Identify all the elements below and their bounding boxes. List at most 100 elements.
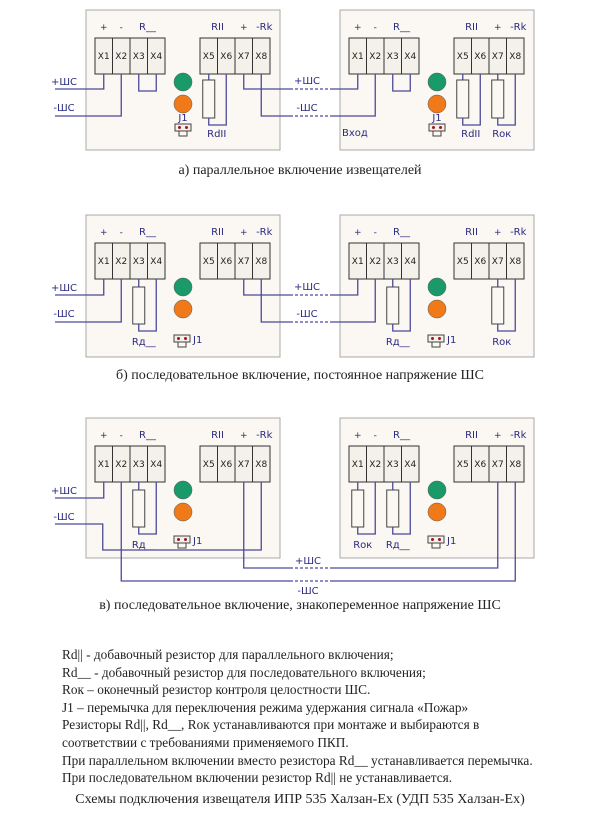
resistor-rd-parallel [456,79,470,119]
label-minus-shs-in: -ШС [53,103,74,114]
label-minus-shs-link: -ШС [297,586,318,597]
note-j1: J1 – перемычка для переключения режима у… [62,699,469,715]
label-minus-rk: -Rk [510,22,527,33]
terminal-label: X6 [474,257,486,267]
terminal-label: X7 [238,460,250,470]
wire-plus-shs-link [243,279,290,296]
label-r-parallel: RII [465,430,478,441]
label-plus-rk: + [240,228,248,238]
label-plus-shs-link: +ШС [295,556,321,567]
jumper-pin [177,538,180,541]
led-green-icon [173,277,193,297]
label-j1: J1 [177,113,187,124]
led-orange-icon [173,502,193,522]
jumper-link [178,131,188,137]
resistor-rd-parallel [202,79,216,119]
note-parallel: При параллельном включении вместо резист… [62,752,533,768]
label-plus: + [100,431,108,441]
terminal-label: X7 [238,257,250,267]
led-orange-icon [173,94,193,114]
label-r-parallel: RII [211,22,224,33]
label-j1: J1 [192,536,202,547]
jumper-pin [438,538,441,541]
jumper-j1-icon [427,535,445,544]
scheme-b-caption: б) последовательное включение, постоянно… [116,368,484,383]
resistor-rok [491,79,505,119]
label-r-parallel: RII [465,22,478,33]
terminal-label: X2 [115,52,127,62]
label-minus: - [120,228,123,238]
terminal-label: X6 [220,52,232,62]
label-plus: + [100,228,108,238]
jumper-pin [185,126,188,129]
label-rok: Rок [353,540,372,551]
label-minus-shs-in: -ШС [53,512,74,523]
wire-rd-x6 [462,74,481,126]
terminal-label: X1 [352,257,364,267]
wire-minus-shs-in [55,74,122,117]
led-green-icon [427,480,447,500]
jumper-pin [439,126,442,129]
jumper-link [432,131,442,137]
terminal-label: X1 [98,460,110,470]
led-orange-icon [427,299,447,319]
resistor-rok [351,489,365,528]
label-minus: - [120,23,123,33]
label-j1: J1 [431,113,441,124]
label-minus-rk: -Rk [256,227,273,238]
terminal-label: X3 [133,460,145,470]
terminal-label: X8 [509,52,521,62]
resistor-rok [491,286,505,325]
wire-plus-shs-link2 [330,482,499,569]
wire-minus-shs-link [120,482,290,582]
label-minus-rk: -Rk [510,430,527,441]
label-plus-shs-link: +ШС [294,282,320,293]
jumper-j1-icon [173,334,191,343]
led-orange-icon [173,299,193,319]
wire-x3-x4-bridge [392,74,411,92]
led-green-icon [173,72,193,92]
terminal-label: X5 [203,52,215,62]
label-plus-rk: + [494,23,502,33]
label-minus-shs-link: -ШС [296,309,317,320]
terminal-label: X3 [387,257,399,267]
label-r-parallel: RII [465,227,478,238]
terminal-label: X2 [369,460,381,470]
label-minus: - [374,228,377,238]
label-r-series: R__ [393,227,411,238]
label-r-parallel: RII [211,227,224,238]
led-green-icon [427,72,447,92]
terminal-label: X3 [387,460,399,470]
wire-plus-shs-in [55,482,105,499]
jumper-link [431,543,441,549]
terminal-label: X4 [404,460,416,470]
terminal-label: X6 [474,52,486,62]
jumper-j1-icon [174,123,192,132]
terminal-label: X6 [474,460,486,470]
terminal-label: X5 [203,460,215,470]
note-rok: Rок – оконечный резистор контроля целост… [62,682,371,698]
label-j1: J1 [446,536,456,547]
label-minus: - [374,431,377,441]
jumper-link [431,342,441,348]
wire-minus-shs-link2 [330,482,516,582]
label-r-series: R__ [393,430,411,441]
terminal-label: X7 [492,52,504,62]
label-plus-shs-in: +ШС [51,77,77,88]
wire-minus-shs-link [260,279,290,323]
terminal-label: X5 [457,257,469,267]
wire-minus-shs-link2 [330,279,376,323]
footer-title: Схемы подключения извещателя ИПР 535 Хал… [75,792,525,807]
jumper-pin [432,126,435,129]
label-rok: Rок [492,337,511,348]
label-r-series: R__ [139,227,157,238]
jumper-pin [438,337,441,340]
terminal-label: X8 [255,257,267,267]
terminal-label: X5 [457,460,469,470]
wire-plus-shs-link2 [330,279,359,296]
resistor-rd-series [386,286,400,325]
terminal-label: X7 [238,52,250,62]
